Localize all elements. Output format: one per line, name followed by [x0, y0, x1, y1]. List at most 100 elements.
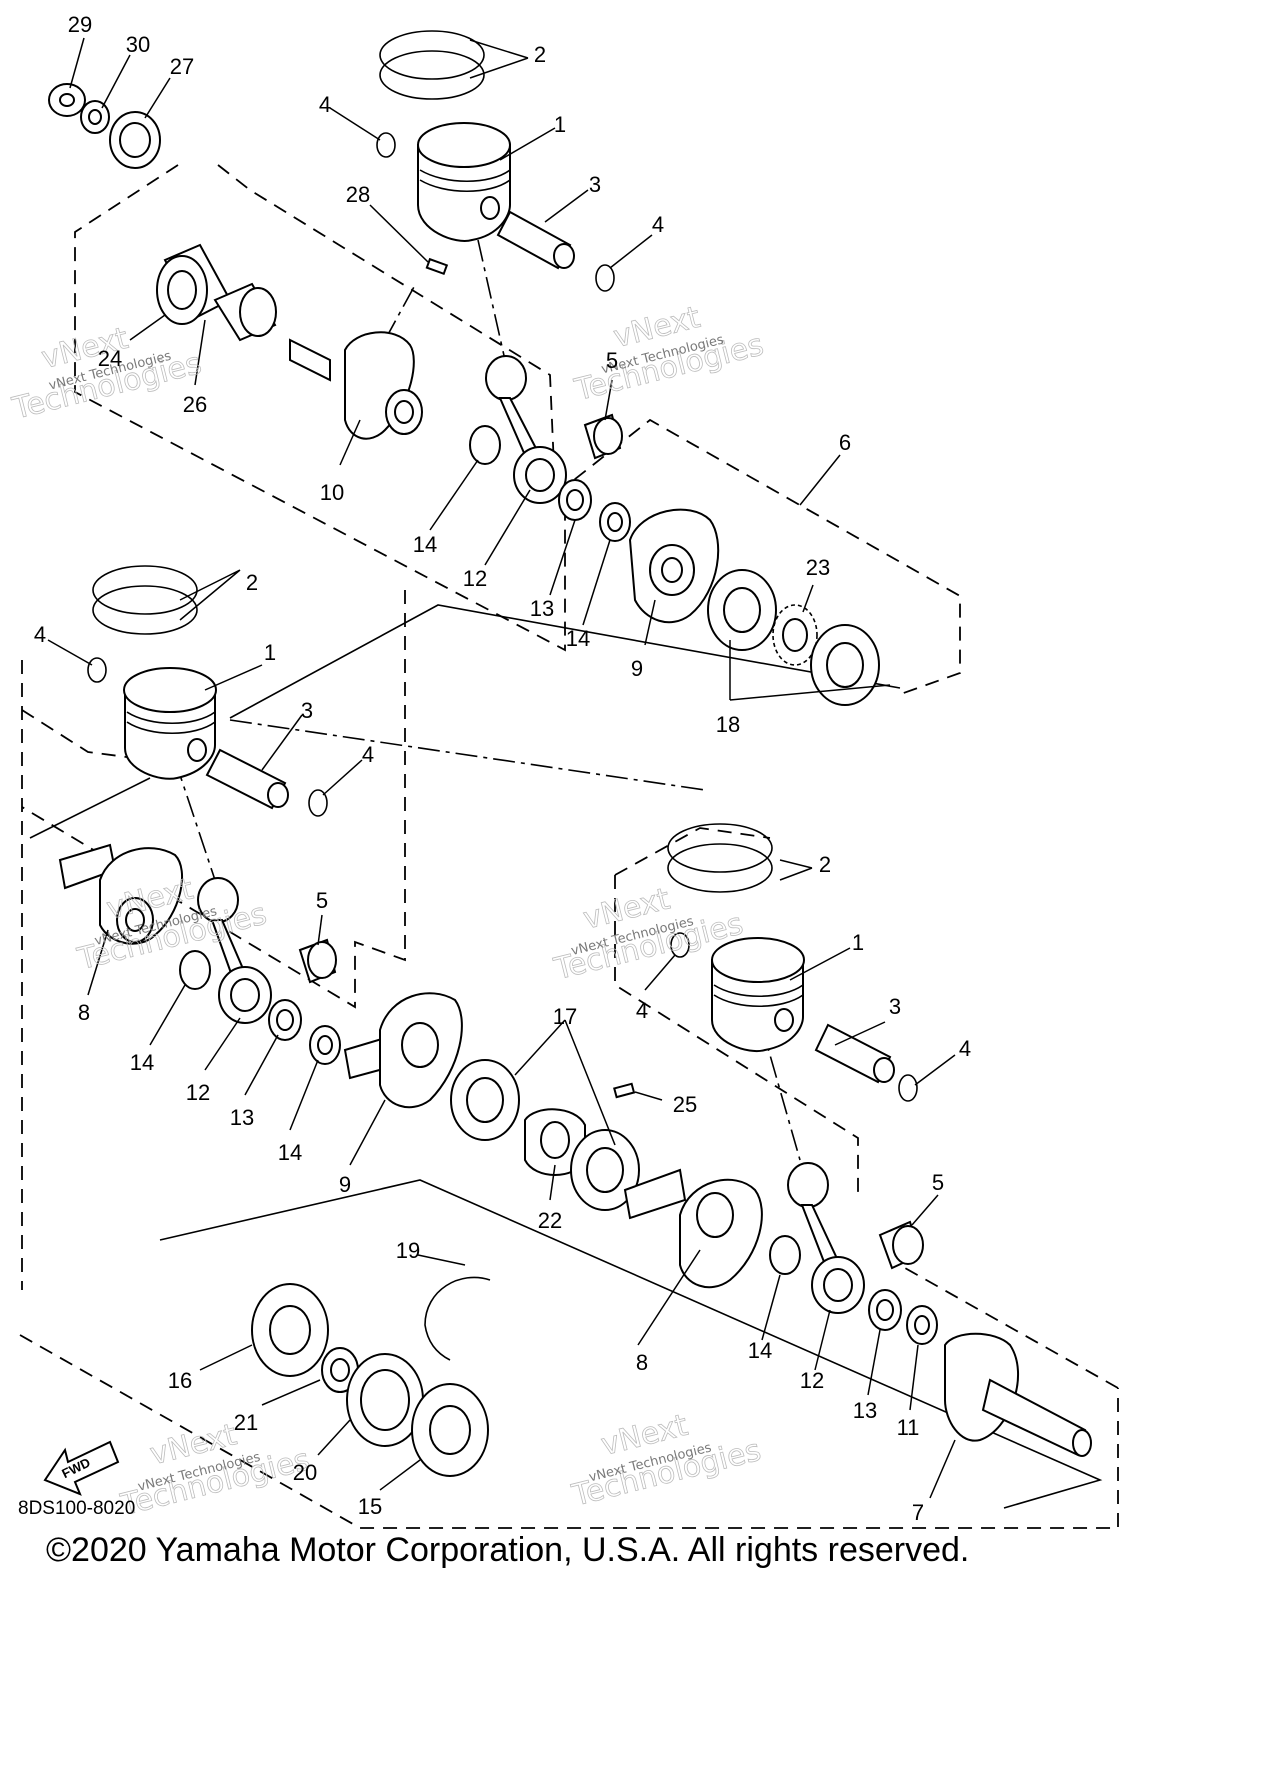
- callout[interactable]: 11: [897, 1415, 920, 1440]
- circlip-icon[interactable]: [670, 932, 690, 958]
- callout[interactable]: 29: [68, 12, 92, 37]
- callout[interactable]: 13: [530, 596, 554, 621]
- connecting-rod-icon[interactable]: [787, 1162, 865, 1314]
- nut-icon[interactable]: [48, 83, 86, 117]
- piston-pin-icon[interactable]: [814, 1023, 895, 1084]
- callout[interactable]: 16: [168, 1368, 192, 1393]
- collar-icon[interactable]: [321, 1347, 359, 1393]
- connecting-rod-icon[interactable]: [485, 355, 567, 504]
- callout[interactable]: 14: [278, 1140, 302, 1165]
- circlip-icon[interactable]: [376, 132, 396, 158]
- connecting-rod-icon[interactable]: [197, 877, 272, 1024]
- callout[interactable]: 19: [396, 1238, 420, 1263]
- callout[interactable]: 30: [126, 32, 150, 57]
- callout[interactable]: 12: [800, 1368, 824, 1393]
- callout[interactable]: 18: [716, 712, 740, 737]
- piston-ring-icon[interactable]: [667, 823, 773, 893]
- callout[interactable]: 1: [264, 640, 276, 665]
- bearing-sleeve-icon[interactable]: [298, 938, 337, 984]
- callout[interactable]: 5: [316, 888, 328, 913]
- labyrinth-seal-icon[interactable]: [772, 604, 818, 666]
- callout[interactable]: 3: [589, 172, 601, 197]
- circlip-icon[interactable]: [424, 1276, 491, 1361]
- callout[interactable]: 2: [246, 570, 258, 595]
- callout[interactable]: 4: [319, 92, 331, 117]
- bearing-sleeve-icon[interactable]: [878, 1220, 924, 1270]
- callout[interactable]: 8: [636, 1350, 648, 1375]
- callout[interactable]: 12: [186, 1080, 210, 1105]
- needle-bearing-icon[interactable]: [268, 999, 302, 1041]
- crankshaft-end-icon[interactable]: [944, 1332, 1092, 1457]
- needle-bearing-icon[interactable]: [558, 479, 592, 521]
- callout[interactable]: 13: [230, 1105, 254, 1130]
- callout[interactable]: 15: [358, 1494, 382, 1519]
- piston-ring-icon[interactable]: [92, 565, 198, 635]
- washer-icon[interactable]: [80, 100, 110, 134]
- callout[interactable]: 5: [932, 1170, 944, 1195]
- callout[interactable]: 27: [170, 54, 194, 79]
- circlip-icon[interactable]: [308, 789, 328, 817]
- crankshaft-half-icon[interactable]: [58, 843, 184, 945]
- callout[interactable]: 14: [413, 532, 437, 557]
- crankshaft-half-icon[interactable]: [289, 331, 423, 440]
- callout[interactable]: 24: [98, 346, 122, 371]
- callout[interactable]: 1: [852, 930, 864, 955]
- piston-ring-icon[interactable]: [379, 30, 485, 100]
- bearing-icon[interactable]: [570, 1129, 640, 1211]
- bearing-icon[interactable]: [156, 243, 232, 325]
- callout[interactable]: 4: [636, 998, 648, 1023]
- callout[interactable]: 4: [652, 212, 664, 237]
- callout[interactable]: 3: [301, 698, 313, 723]
- piston-icon[interactable]: [711, 937, 805, 1053]
- callout[interactable]: 9: [339, 1172, 351, 1197]
- circlip-icon[interactable]: [898, 1074, 918, 1102]
- washer-icon[interactable]: [769, 1235, 801, 1275]
- bearing-icon[interactable]: [707, 569, 777, 651]
- collar-icon[interactable]: [213, 282, 277, 342]
- callout[interactable]: 2: [534, 42, 546, 67]
- piston-pin-icon[interactable]: [205, 748, 289, 810]
- callout[interactable]: 22: [538, 1208, 562, 1233]
- bearing-icon[interactable]: [251, 1283, 329, 1377]
- washer-icon[interactable]: [179, 950, 211, 990]
- callout[interactable]: 7: [912, 1500, 924, 1525]
- callout[interactable]: 9: [631, 656, 643, 681]
- crankshaft-half-icon[interactable]: [343, 992, 463, 1109]
- circlip-icon[interactable]: [87, 657, 107, 683]
- crankshaft-half-icon[interactable]: [623, 1168, 763, 1289]
- callout[interactable]: 26: [183, 392, 207, 417]
- callout[interactable]: 20: [293, 1460, 317, 1485]
- piston-pin-icon[interactable]: [496, 210, 575, 270]
- washer-icon[interactable]: [906, 1305, 938, 1345]
- piston-icon[interactable]: [417, 122, 511, 242]
- bearing-sleeve-icon[interactable]: [583, 413, 623, 460]
- callout[interactable]: 5: [606, 348, 618, 373]
- callout[interactable]: 12: [463, 566, 487, 591]
- labyrinth-seal-icon[interactable]: [524, 1108, 586, 1176]
- callout[interactable]: 3: [889, 994, 901, 1019]
- needle-bearing-icon[interactable]: [868, 1289, 902, 1331]
- callout[interactable]: 14: [130, 1050, 154, 1075]
- washer-icon[interactable]: [309, 1025, 341, 1065]
- oil-seal-icon[interactable]: [346, 1353, 424, 1447]
- callout[interactable]: 6: [839, 430, 851, 455]
- callout[interactable]: 4: [362, 742, 374, 767]
- callout[interactable]: 4: [34, 622, 46, 647]
- bearing-icon[interactable]: [411, 1383, 489, 1477]
- callout[interactable]: 14: [566, 626, 590, 651]
- key-icon[interactable]: [425, 257, 449, 276]
- callout[interactable]: 2: [819, 852, 831, 877]
- callout[interactable]: 14: [748, 1338, 772, 1363]
- callout[interactable]: 17: [553, 1004, 577, 1029]
- callout[interactable]: 8: [78, 1000, 90, 1025]
- bearing-icon[interactable]: [450, 1059, 520, 1141]
- callout[interactable]: 25: [673, 1092, 697, 1117]
- circlip-icon[interactable]: [595, 264, 615, 292]
- pin-icon[interactable]: [613, 1082, 636, 1099]
- callout[interactable]: 23: [806, 555, 830, 580]
- crankshaft-half-icon[interactable]: [628, 508, 720, 624]
- callout[interactable]: 21: [234, 1410, 258, 1435]
- callout[interactable]: 13: [853, 1398, 877, 1423]
- piston-icon[interactable]: [123, 667, 217, 780]
- callout[interactable]: 10: [320, 480, 344, 505]
